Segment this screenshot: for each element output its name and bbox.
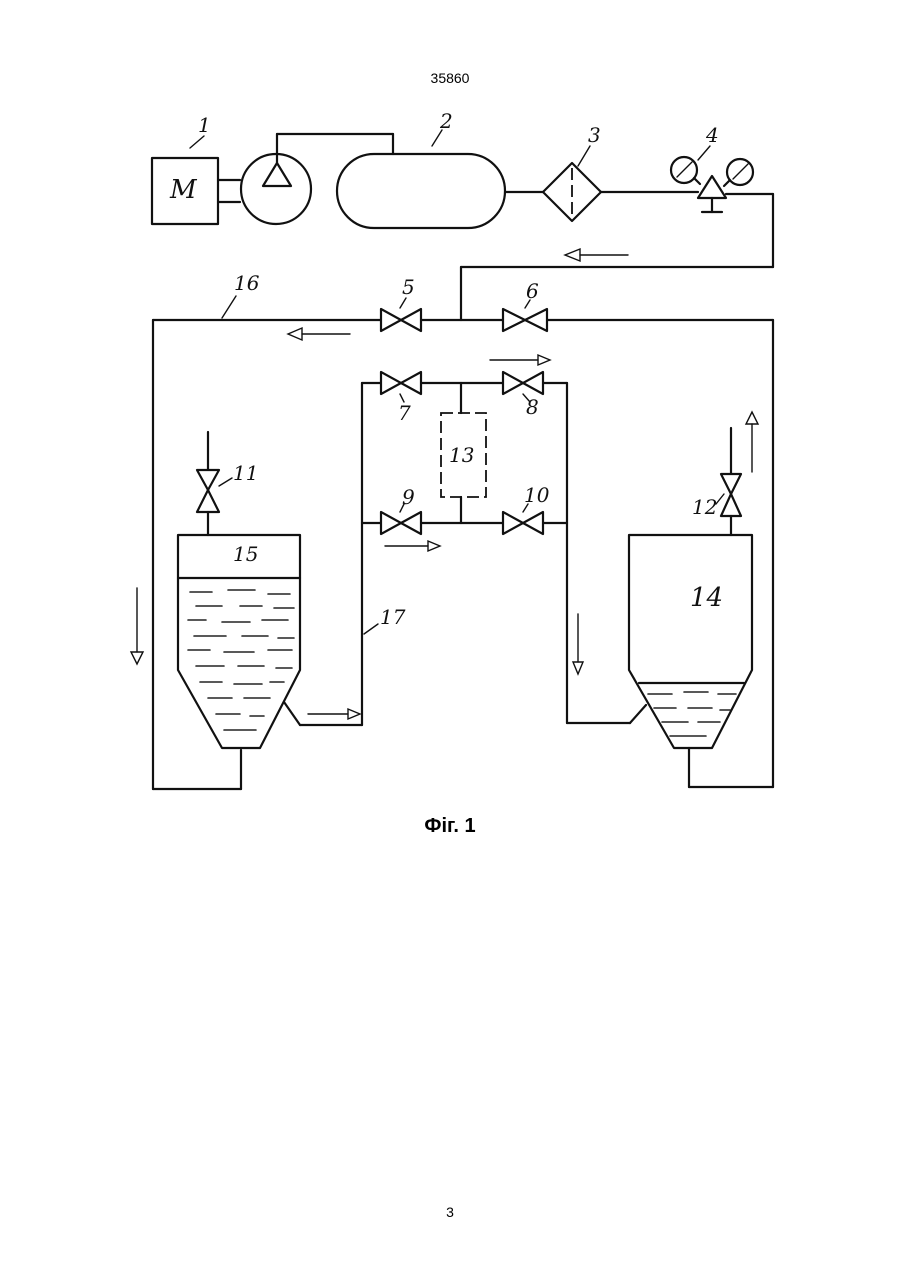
label-6: 6 (526, 279, 539, 303)
valve-8 (503, 372, 523, 394)
label-16: 16 (234, 271, 260, 295)
label-1: 1 (198, 113, 211, 137)
label-9: 9 (402, 485, 415, 509)
liquid-fill-left (188, 590, 294, 730)
valve-12 (721, 474, 741, 494)
label-7: 7 (398, 401, 411, 425)
valve-11 (197, 470, 219, 490)
motor-label: М (169, 175, 198, 205)
liquid-fill-right (648, 692, 736, 736)
valve-7 (381, 372, 401, 394)
valve-6 (503, 309, 525, 331)
label-14: 14 (690, 583, 723, 613)
label-2: 2 (439, 109, 453, 133)
figure-caption: Фіг. 1 (0, 815, 900, 838)
valve-5 (381, 309, 401, 331)
label-15: 15 (233, 542, 258, 566)
label-17: 17 (380, 605, 406, 629)
air-receiver (337, 154, 505, 228)
valve-10 (503, 512, 523, 534)
vessel-14 (629, 535, 752, 748)
label-12: 12 (692, 495, 717, 519)
label-5: 5 (402, 275, 415, 299)
label-11: 11 (233, 461, 258, 485)
compressor-triangle (263, 163, 291, 186)
label-8: 8 (526, 395, 539, 419)
label-10: 10 (524, 483, 550, 507)
label-4: 4 (705, 123, 719, 147)
label-13: 13 (449, 443, 474, 467)
valve-9 (381, 512, 401, 534)
pressure-regulator (698, 176, 726, 198)
page-number: 3 (0, 1204, 900, 1220)
vessel-15 (178, 535, 300, 748)
label-3: 3 (588, 123, 601, 147)
